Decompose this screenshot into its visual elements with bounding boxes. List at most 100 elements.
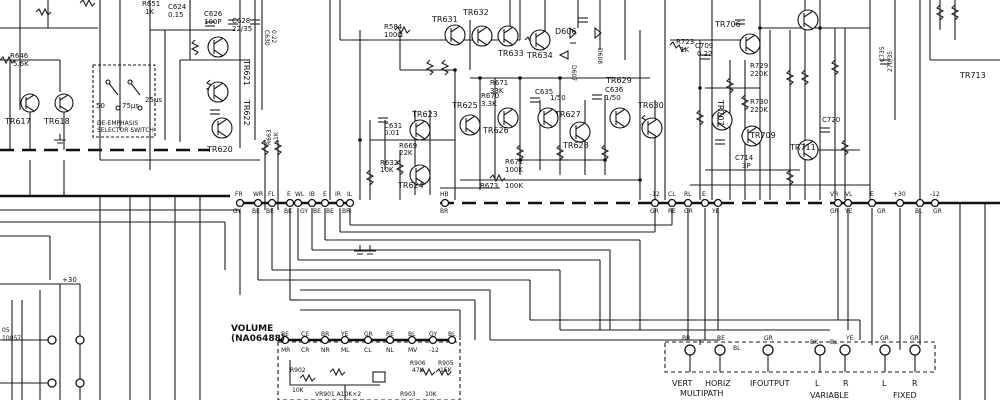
switch-pos-25: 25μs <box>145 96 162 104</box>
vol-top-pin-4: YE <box>340 331 349 338</box>
bus-col-r-gr4: GR <box>877 208 886 215</box>
tr632 <box>471 25 493 47</box>
r673-value: 100K <box>505 182 523 190</box>
c626-value: 100P <box>204 18 222 26</box>
c735-value: 270/35 <box>887 51 894 72</box>
vol-bot-pin-1: MR <box>281 347 290 354</box>
tr632-label: TR632 <box>462 8 489 17</box>
c631-value: 0.01 <box>384 129 400 137</box>
r584-value: 100Ω <box>384 31 403 39</box>
vol-r902v: 10K <box>292 387 305 394</box>
vol-top-pin-5: GR <box>364 331 373 338</box>
jack-col-7: YE <box>845 335 854 342</box>
vol-bot-pin-8: -12 <box>429 347 439 354</box>
c714-value: 3P <box>742 162 751 170</box>
bus-term-hb: HB <box>440 191 449 198</box>
vol-top-pin-8: GY <box>429 331 437 338</box>
bus-col-gy: GY <box>233 208 241 215</box>
tr629-label: TR629 <box>605 76 632 85</box>
tr626-label: TR626 <box>482 126 509 135</box>
volume-part: (NA06488) <box>231 334 285 344</box>
tr617 <box>20 93 40 113</box>
r670-value: 3.3K <box>481 100 497 108</box>
label-variable: VARIABLE <box>810 391 849 400</box>
tr620-label: TR620 <box>206 145 233 154</box>
r723-label: R723 <box>676 38 694 46</box>
label-l1: L <box>815 379 820 388</box>
bus-term-e1: E <box>287 191 291 198</box>
r672-value: 100K <box>505 166 523 174</box>
jack-col-6: BL <box>830 339 838 346</box>
r669-value: 22K <box>399 149 413 157</box>
vol-r903: R903 <box>400 391 416 398</box>
tr618-label: TR618 <box>43 117 70 126</box>
c714-label: C714 <box>735 154 754 162</box>
label-fixed: FIXED <box>893 391 917 400</box>
vol-r906: R906 <box>410 360 426 367</box>
tr625 <box>459 114 481 136</box>
vol-r905: R905 <box>438 360 454 367</box>
bus-terminals <box>235 198 940 208</box>
r646-value: 5.6K <box>13 60 29 68</box>
bus-col-bk: BK <box>284 208 293 215</box>
r670-label: R670 <box>481 92 499 100</box>
tr622 <box>207 81 229 103</box>
jack-col-9: GR <box>910 335 919 342</box>
bus-col-r-bl: BL <box>915 208 923 215</box>
r723-value: 1K <box>680 46 689 54</box>
c631-label: C631 <box>384 122 402 130</box>
tr634 <box>529 29 551 51</box>
jack-col-8: GR <box>880 335 889 342</box>
top-left-section <box>0 0 283 210</box>
r729-value: 220K <box>750 70 768 78</box>
label-multipath: MULTIPATH <box>680 389 723 398</box>
tr634-label: TR634 <box>526 51 553 60</box>
r669-label: R669 <box>399 142 417 150</box>
d607-label: D607 <box>570 65 577 81</box>
r651-value: 1K <box>145 8 154 16</box>
tr629 <box>609 107 631 129</box>
label-r2: R <box>912 379 918 388</box>
bus-term-r-e2: E <box>870 191 874 198</box>
left-label-05: 05 <box>2 327 10 334</box>
switch-label-line2: SELECTOR SWITCH <box>97 127 154 134</box>
vol-bot-pin-6: NL <box>386 347 394 354</box>
tr622-label: TR622 <box>242 99 251 126</box>
bus-term-r-cl: CL <box>668 191 676 198</box>
d606-label: D606 <box>555 27 576 36</box>
tr706-label: TR706 <box>714 20 741 29</box>
r671-value: 33K <box>490 87 504 95</box>
bus-col-br1: BR <box>342 208 350 215</box>
bus-col-r-gr3: GR <box>830 208 839 215</box>
vol-top-pin-6: RE <box>386 331 394 338</box>
tr713-label: TR713 <box>959 71 986 80</box>
bus-term-ir: IR <box>335 191 341 198</box>
bus-col-r-gr2: GR <box>684 208 693 215</box>
c636-value: 1/50 <box>605 94 621 102</box>
d608-label: D608 <box>596 48 603 64</box>
left-label-10057: 10057 <box>2 335 21 342</box>
r663-value: 1K <box>273 131 280 140</box>
tr707 <box>711 109 733 131</box>
tr631 <box>444 24 466 46</box>
tr617-label: TR617 <box>4 117 31 126</box>
tr709 <box>741 125 763 147</box>
tr626 <box>497 107 519 129</box>
bus-col-r-ye1: YE <box>711 208 720 215</box>
bus-col-r-gr5: GR <box>933 208 942 215</box>
tr706 <box>739 33 761 55</box>
tr628-label: TR628 <box>562 141 589 150</box>
tr707-label: TR707 <box>716 99 725 126</box>
bus-term-r-m12: -12 <box>650 191 660 198</box>
vol-r902: R902 <box>290 367 306 374</box>
bus-term-wr: WR <box>253 191 263 198</box>
r663-label: R663 <box>266 129 273 145</box>
r671-label: R671 <box>490 79 508 87</box>
bus-term-wl: WL <box>295 191 305 198</box>
tr625-label: TR625 <box>451 101 478 110</box>
c635-value: 1/50 <box>550 94 566 102</box>
tr630 <box>641 117 663 139</box>
vol-top-pin-7: BL <box>408 331 416 338</box>
lower-wiring <box>0 160 986 400</box>
